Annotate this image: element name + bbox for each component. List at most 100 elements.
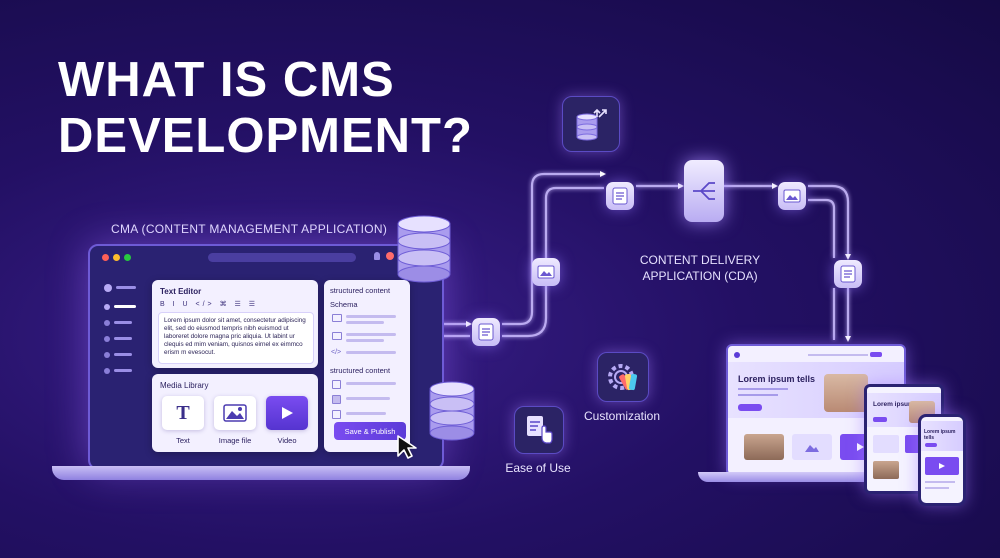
hero-photo	[824, 374, 868, 412]
sidebar-item[interactable]	[116, 286, 136, 289]
schema-field-line	[346, 315, 396, 318]
schema-field-line	[346, 339, 384, 342]
cma-label: CMA (CONTENT MANAGEMENT APPLICATION)	[111, 222, 388, 236]
schema-label: Schema	[330, 300, 358, 309]
document-node	[472, 318, 500, 346]
play-icon	[857, 443, 864, 451]
hero-subtext	[738, 388, 788, 390]
user-avatar-icon[interactable]	[104, 284, 112, 292]
sidebar-bullet-icon	[104, 336, 110, 342]
structured-title-2: structured content	[330, 366, 391, 375]
code-icon: </>	[331, 349, 342, 356]
phone-video-card[interactable]	[925, 457, 959, 475]
sidebar-item[interactable]	[114, 337, 132, 340]
text-editor-title: Text Editor	[160, 287, 202, 296]
editor-toolbar[interactable]: B I U </> ⌘ ☰ ☰	[160, 301, 259, 308]
database-icon-top	[397, 215, 451, 283]
tablet-card	[873, 435, 899, 453]
headline-line-1: WHAT IS CMS	[58, 53, 395, 107]
phone-text-line	[925, 481, 955, 483]
schema-field-line	[346, 333, 396, 336]
customization-feature[interactable]	[597, 352, 649, 402]
image-tile-label: Image file	[218, 436, 252, 445]
document-icon	[840, 265, 856, 283]
headline: WHAT IS CMS DEVELOPMENT?	[58, 52, 473, 164]
media-library-title: Media Library	[160, 381, 209, 390]
hero-subtext	[738, 394, 778, 396]
cursor-arrow-icon	[397, 435, 417, 459]
address-bar[interactable]	[208, 253, 356, 262]
tablet-card	[873, 461, 899, 479]
content-line	[346, 382, 396, 385]
sidebar-item[interactable]	[114, 321, 132, 324]
save-publish-button[interactable]: Save & Publish	[334, 422, 406, 440]
sidebar-item-active[interactable]	[114, 305, 136, 308]
checkbox[interactable]	[332, 395, 341, 404]
cda-label: CONTENT DELIVERY APPLICATION (CDA)	[636, 252, 764, 284]
cma-laptop-screen: Text Editor B I U </> ⌘ ☰ ☰ Lorem ipsum …	[88, 244, 444, 470]
media-library-panel: Media Library T Text Image file Video	[152, 374, 318, 452]
image-icon	[805, 445, 819, 452]
notification-dot-icon	[386, 252, 394, 260]
image-icon	[223, 404, 247, 422]
schema-field-icon	[332, 332, 342, 340]
video-tile[interactable]	[266, 396, 308, 430]
text-tile-label: Text	[176, 436, 190, 445]
checkbox[interactable]	[332, 410, 341, 419]
sidebar-item[interactable]	[114, 353, 132, 356]
phone-hero-title: Lorem ipsum tells	[924, 429, 956, 441]
phone-text-line	[925, 487, 949, 489]
router-node	[684, 160, 724, 222]
hero-cta-button[interactable]	[738, 404, 762, 411]
document-node	[606, 182, 634, 210]
card-photo	[744, 434, 784, 460]
phone-cta-button[interactable]	[925, 443, 937, 447]
schema-field-line	[346, 351, 396, 354]
cda-laptop-base	[698, 472, 930, 482]
sidebar	[98, 276, 142, 456]
image-icon	[783, 189, 801, 203]
maximize-dot-icon[interactable]	[124, 254, 131, 261]
site-logo-icon	[734, 352, 740, 358]
cda-label-line-1: CONTENT DELIVERY	[639, 253, 761, 267]
database-sync-icon	[576, 108, 607, 141]
checkbox[interactable]	[332, 380, 341, 389]
schema-field-icon	[332, 314, 342, 322]
document-icon	[478, 323, 494, 341]
laptop-hero-title: Lorem ipsum tells	[738, 374, 816, 384]
database-icon-bottom	[429, 381, 475, 441]
sidebar-item[interactable]	[114, 369, 132, 372]
schema-field-line	[346, 321, 384, 324]
window-titlebar	[90, 246, 442, 268]
content-line	[346, 397, 390, 400]
headline-line-2: DEVELOPMENT?	[58, 109, 473, 163]
image-tile[interactable]	[214, 396, 256, 430]
image-icon	[537, 265, 555, 279]
image-node	[778, 182, 806, 210]
image-node	[532, 258, 560, 286]
customization-label: Customization	[583, 409, 661, 423]
editor-textarea[interactable]: Lorem ipsum dolor sit amet, consectetur …	[158, 312, 314, 364]
document-node	[834, 260, 862, 288]
close-dot-icon[interactable]	[102, 254, 109, 261]
text-icon: T	[176, 401, 190, 424]
play-icon	[282, 407, 293, 419]
minimize-dot-icon[interactable]	[113, 254, 120, 261]
play-icon	[939, 463, 945, 469]
tablet-cta-button[interactable]	[873, 417, 887, 422]
bell-icon[interactable]	[374, 252, 380, 260]
sidebar-bullet-icon	[104, 304, 110, 310]
touch-document-icon	[527, 416, 553, 444]
ease-of-use-feature[interactable]	[514, 406, 564, 454]
text-tile[interactable]: T	[162, 396, 204, 430]
sidebar-bullet-icon	[104, 320, 110, 326]
document-icon	[612, 187, 628, 205]
laptop-base	[52, 466, 470, 480]
site-nav-button[interactable]	[870, 352, 882, 357]
site-nav[interactable]	[808, 354, 868, 356]
card-image	[792, 434, 832, 460]
phone-device: Lorem ipsum tells	[918, 414, 966, 506]
sidebar-bullet-icon	[104, 368, 110, 374]
